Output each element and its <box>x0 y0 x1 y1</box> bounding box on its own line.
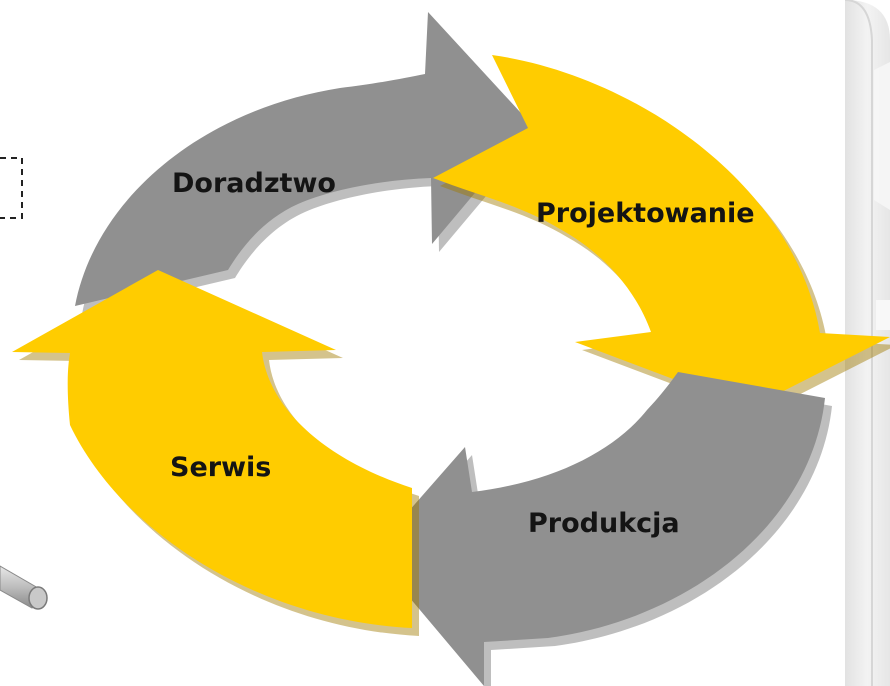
dashed-frame <box>0 157 23 219</box>
label-produkcja: Produkcja <box>528 508 680 539</box>
label-doradztwo: Doradztwo <box>172 168 336 199</box>
arrow-produkcja <box>372 372 832 686</box>
label-projektowanie: Projektowanie <box>536 198 755 229</box>
metal-tube-decoration <box>0 565 48 610</box>
arrow-doradztwo <box>75 12 539 314</box>
label-serwis: Serwis <box>170 452 271 483</box>
arrow-projektowanie <box>433 55 890 416</box>
arrow-serwis <box>12 270 419 636</box>
